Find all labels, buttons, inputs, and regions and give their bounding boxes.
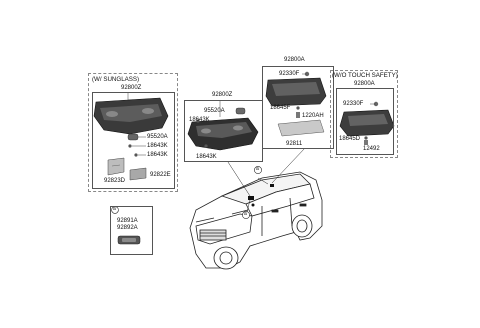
part-number: 92330F bbox=[343, 101, 364, 107]
roof-lamp-marker-center bbox=[251, 203, 255, 207]
part-number: 18643K bbox=[147, 152, 168, 158]
sunglass-parts-box bbox=[92, 92, 175, 189]
detail-a-lamp bbox=[117, 235, 141, 245]
part-number: 92811 bbox=[286, 141, 303, 147]
wo-touch-room-lamp bbox=[339, 101, 395, 145]
part-number: 92800Z bbox=[212, 92, 233, 98]
part-number: 12492 bbox=[363, 146, 380, 152]
detail-a-box bbox=[110, 206, 153, 255]
sunglass-group-header: (W/ SUNGLASS) bbox=[92, 76, 140, 83]
part-number: 92892A bbox=[117, 225, 138, 231]
part-number: 1220AH bbox=[302, 113, 324, 119]
callout-letter: a bbox=[244, 211, 247, 217]
part-number: 92823D bbox=[104, 178, 126, 184]
center-console-lamp bbox=[187, 100, 259, 151]
callout-letter: a bbox=[113, 206, 116, 212]
part-number: 18643K bbox=[196, 154, 217, 160]
part-number: 92822E bbox=[150, 172, 171, 178]
wo-touch-group-frame bbox=[330, 70, 398, 158]
part-number: 92891A bbox=[117, 218, 138, 224]
part-number: 18643K bbox=[147, 143, 168, 149]
part-number: 18643K bbox=[189, 117, 210, 123]
wo-touch-group-header: (W/O TOUCH SAFETY) bbox=[332, 72, 398, 79]
part-number: 95520A bbox=[147, 134, 168, 140]
part-number: 92800Z bbox=[121, 85, 142, 91]
roof-lamp-marker-rear bbox=[270, 184, 274, 187]
part-number: 18645F bbox=[270, 105, 291, 111]
part-number: 92800A bbox=[284, 57, 305, 63]
callout-letter: a bbox=[256, 166, 259, 172]
sunglass-group-frame bbox=[88, 73, 178, 192]
part-number: 92800A bbox=[354, 81, 375, 87]
leader-lines bbox=[227, 147, 306, 213]
wo-touch-parts-box bbox=[336, 88, 394, 155]
vehicle-suv bbox=[189, 171, 323, 270]
part-number: 92330F bbox=[279, 71, 300, 77]
roof-lamp-marker-front bbox=[248, 196, 254, 200]
part-number: 95520A bbox=[204, 108, 225, 114]
part-number: 18645D bbox=[339, 136, 361, 142]
room-lamp bbox=[265, 71, 327, 137]
room-parts-box bbox=[262, 66, 334, 149]
callout-a-lower bbox=[242, 211, 250, 219]
sunglass-console-lamp bbox=[93, 92, 169, 135]
callout-a-upper bbox=[254, 166, 262, 174]
sunglass-small-parts bbox=[107, 133, 147, 181]
